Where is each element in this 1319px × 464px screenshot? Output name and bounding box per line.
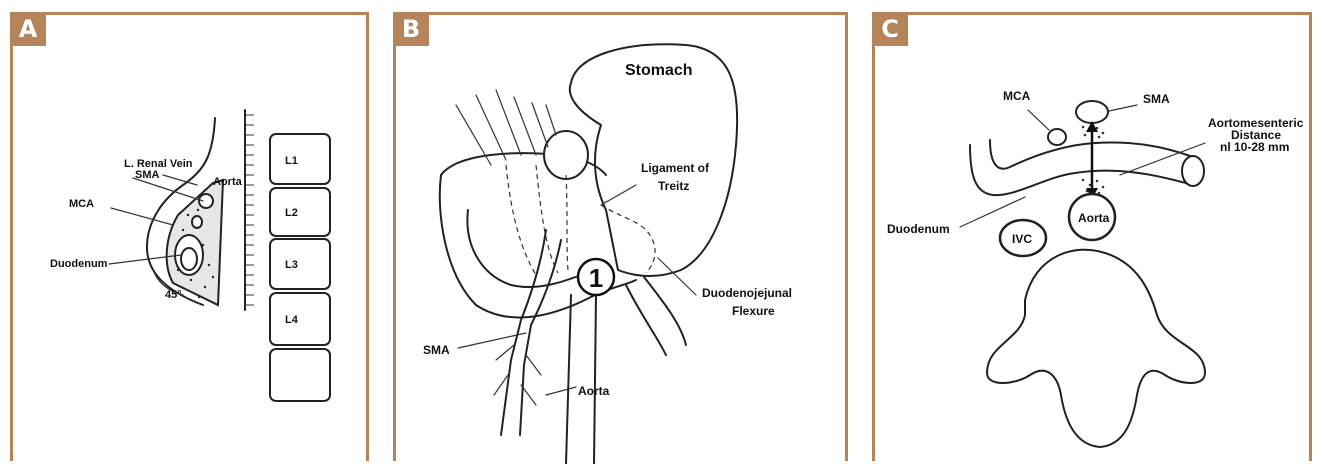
label-c-ivc: IVC <box>1012 232 1032 246</box>
sma-vessel <box>1076 101 1108 123</box>
label-vertebra-l1: L1 <box>285 155 298 167</box>
panel-c-diagram: MCA SMA Aortomesenteric Distance nl 10-2… <box>875 15 1309 464</box>
vertebra <box>987 250 1205 447</box>
label-a-mca: MCA <box>69 198 94 210</box>
duodenum-inner-loop <box>467 210 586 287</box>
jejunum-2 <box>644 277 686 345</box>
label-c-mca: MCA <box>1003 89 1031 103</box>
ligament-leader <box>601 185 636 205</box>
label-b-ligament-1: Ligament of <box>641 161 710 175</box>
marker-1-label: 1 <box>589 263 603 293</box>
panel-b: B 1 <box>393 12 848 461</box>
label-vertebra-l3: L3 <box>285 259 298 271</box>
label-b-flexure-1: Duodenojejunal <box>702 286 792 300</box>
duodenum-lumen <box>181 248 197 270</box>
transverse-loop <box>544 131 588 179</box>
label-b-ligament-2: Treitz <box>658 179 689 193</box>
label-a-angle: 45° <box>165 289 182 301</box>
panel-a: A <box>10 12 369 461</box>
aorta-right-wall <box>594 295 596 464</box>
mca-vessel <box>192 216 202 228</box>
label-a-sma: SMA <box>135 169 160 181</box>
label-a-duodenum: Duodenum <box>50 258 108 270</box>
panel-a-diagram: L. Renal Vein SMA Aorta MCA Duodenum 45°… <box>13 15 366 464</box>
sma-trunk-2 <box>520 240 561 435</box>
label-vertebra-l2: L2 <box>285 207 298 219</box>
label-b-flexure-2: Flexure <box>732 304 775 318</box>
sma-leader <box>163 175 197 185</box>
label-c-sma: SMA <box>1143 92 1170 106</box>
mca-leader-c <box>1028 110 1049 130</box>
jejunum-1 <box>626 285 666 355</box>
label-vertebra-l4: L4 <box>285 314 299 326</box>
aorta-left-wall <box>566 295 571 464</box>
sma-leader-c <box>1109 105 1137 111</box>
duodenum-outer-loop <box>440 175 636 317</box>
panel-b-diagram: 1 Stomach Ligament of Treitz Duodenojeju… <box>396 15 845 464</box>
duodenum-end <box>1182 156 1204 186</box>
duodenum-lower-wall <box>970 145 1193 195</box>
retroperitoneum-hatch <box>245 115 254 305</box>
label-c-duodenum: Duodenum <box>887 222 950 236</box>
vertebral-column <box>270 134 330 401</box>
panel-c: C MCA SMA Aortomesente <box>872 12 1312 461</box>
dashed-vessel-2 <box>536 165 558 273</box>
dashed-flexure <box>601 205 655 273</box>
mca-leader <box>111 208 173 225</box>
label-c-distance-3: nl 10-28 mm <box>1220 140 1289 154</box>
label-b-sma: SMA <box>423 343 450 357</box>
label-b-stomach: Stomach <box>625 62 693 79</box>
mca-vessel <box>1048 129 1066 145</box>
aorta-leader-b <box>546 387 576 395</box>
label-b-aorta: Aorta <box>578 384 610 398</box>
sma-trunk <box>501 230 546 435</box>
dashed-vessel-3 <box>566 175 568 270</box>
label-c-aorta: Aorta <box>1078 211 1110 225</box>
dashed-vessel-1 <box>506 165 536 275</box>
sma-branches <box>494 345 541 405</box>
label-a-aorta: Aorta <box>213 176 243 188</box>
